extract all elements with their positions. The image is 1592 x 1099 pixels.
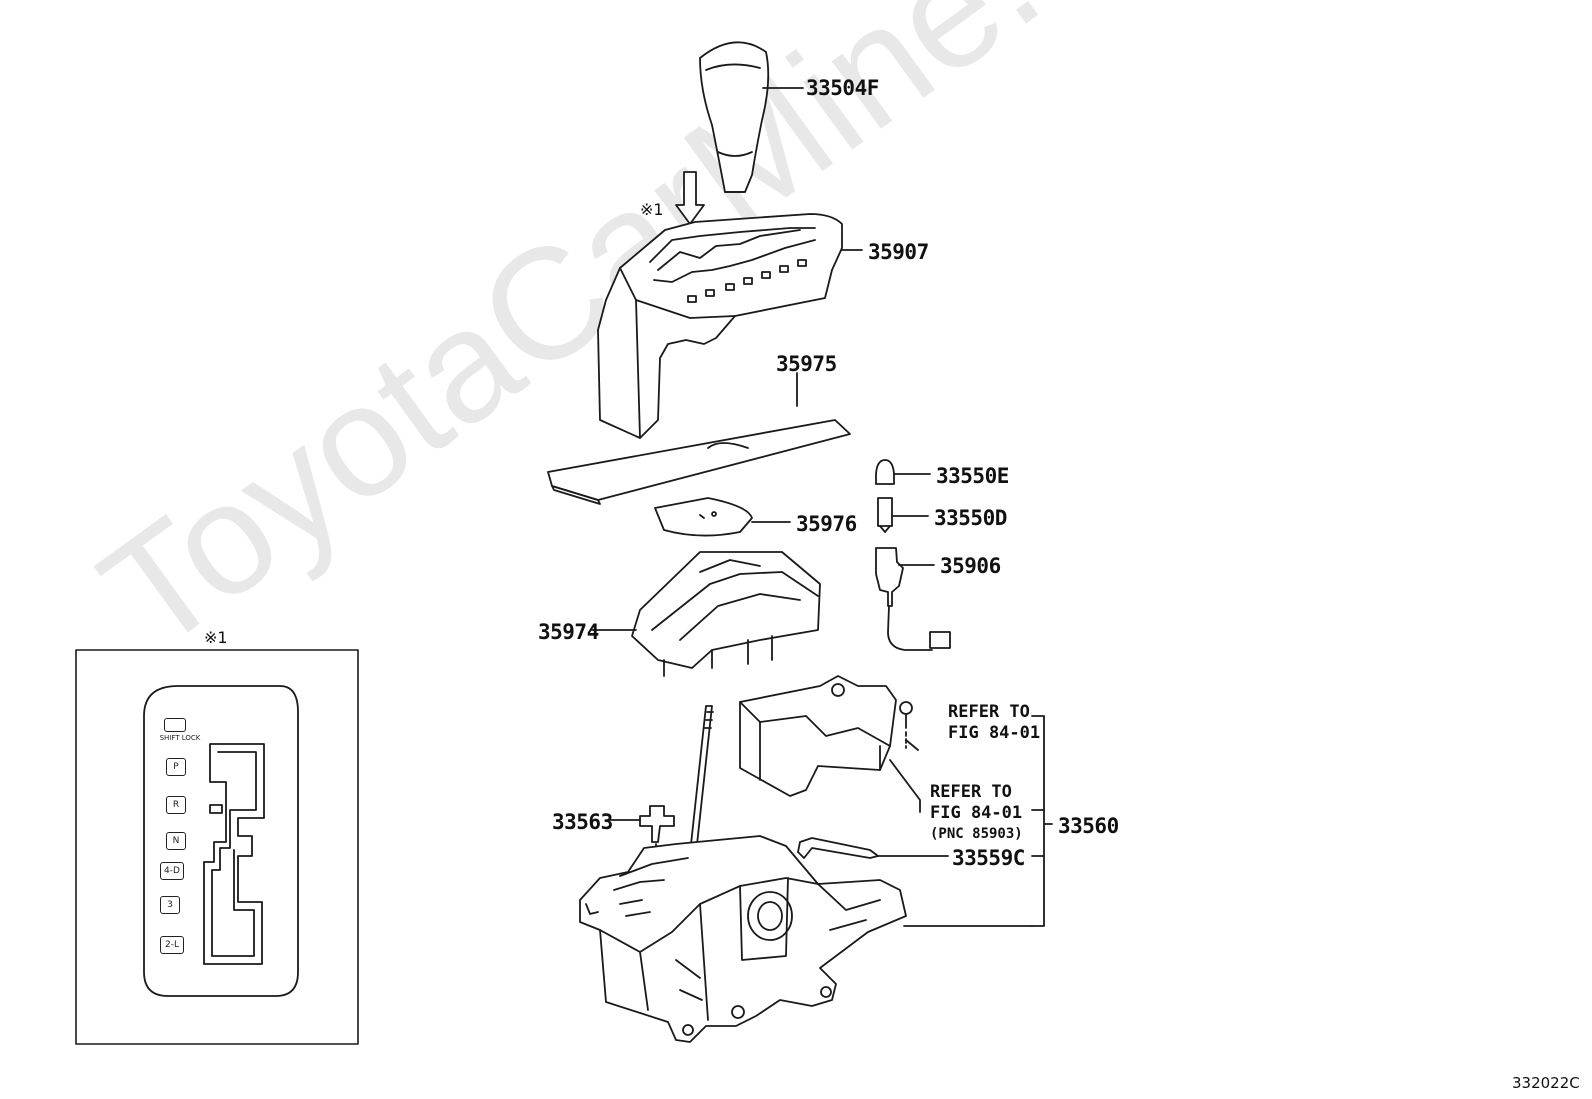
inset-frame — [75, 649, 359, 1045]
figure-code: 332022C — [1512, 1074, 1580, 1092]
part-label-33504F: 33504F — [806, 76, 879, 100]
wire-rod-drawing — [797, 837, 879, 859]
part-label-35907: 35907 — [868, 240, 929, 264]
part-label-35906: 35906 — [940, 554, 1001, 578]
note-mark: ※1 — [640, 200, 664, 219]
part-label-35976: 35976 — [796, 512, 857, 536]
gate-n: N — [166, 832, 186, 850]
indicator-housing-drawing — [597, 213, 843, 439]
part-label-33563: 33563 — [552, 810, 613, 834]
gate-p: P — [166, 758, 186, 776]
socket-drawing — [875, 547, 951, 651]
gate-3: 3 — [160, 896, 180, 914]
lever-base-drawing — [579, 835, 907, 1043]
part-label-35975: 35975 — [776, 352, 837, 376]
slide-plate-drawing — [547, 419, 851, 505]
gate-2l: 2-L — [160, 936, 184, 954]
refer-note-2-line1: REFER TO — [930, 782, 1012, 802]
small-plate-drawing — [654, 497, 753, 537]
shift-lock-block-drawing — [739, 675, 897, 797]
shift-lock-label: SHIFT LOCK — [159, 734, 201, 742]
part-label-33559C: 33559C — [952, 846, 1025, 870]
refer-note-2-line2: FIG 84-01 — [930, 803, 1023, 823]
shift-knob-drawing — [699, 41, 770, 193]
gate-r: R — [166, 796, 186, 814]
refer-note-1: REFER TO FIG 84-01 — [948, 702, 1040, 744]
refer-note-2-line3: (PNC 85903) — [930, 826, 1023, 842]
arrow-down-icon — [675, 171, 705, 225]
part-label-33550E: 33550E — [936, 464, 1009, 488]
bracket-drawing — [631, 551, 821, 677]
inset-title: ※1 — [204, 628, 228, 647]
bulb-cap-drawing — [875, 459, 895, 485]
shift-lock-button-icon — [164, 718, 186, 732]
gate-4d: 4-D — [160, 862, 184, 880]
bulb-drawing — [877, 497, 893, 533]
refer-note-1-line2: FIG 84-01 — [948, 723, 1041, 743]
refer-note-1-line1: REFER TO — [948, 702, 1030, 722]
refer-note-2: REFER TO FIG 84-01 (PNC 85903) — [930, 782, 1023, 845]
part-label-33560: 33560 — [1058, 814, 1119, 838]
part-label-33550D: 33550D — [934, 506, 1007, 530]
part-label-35974: 35974 — [538, 620, 599, 644]
